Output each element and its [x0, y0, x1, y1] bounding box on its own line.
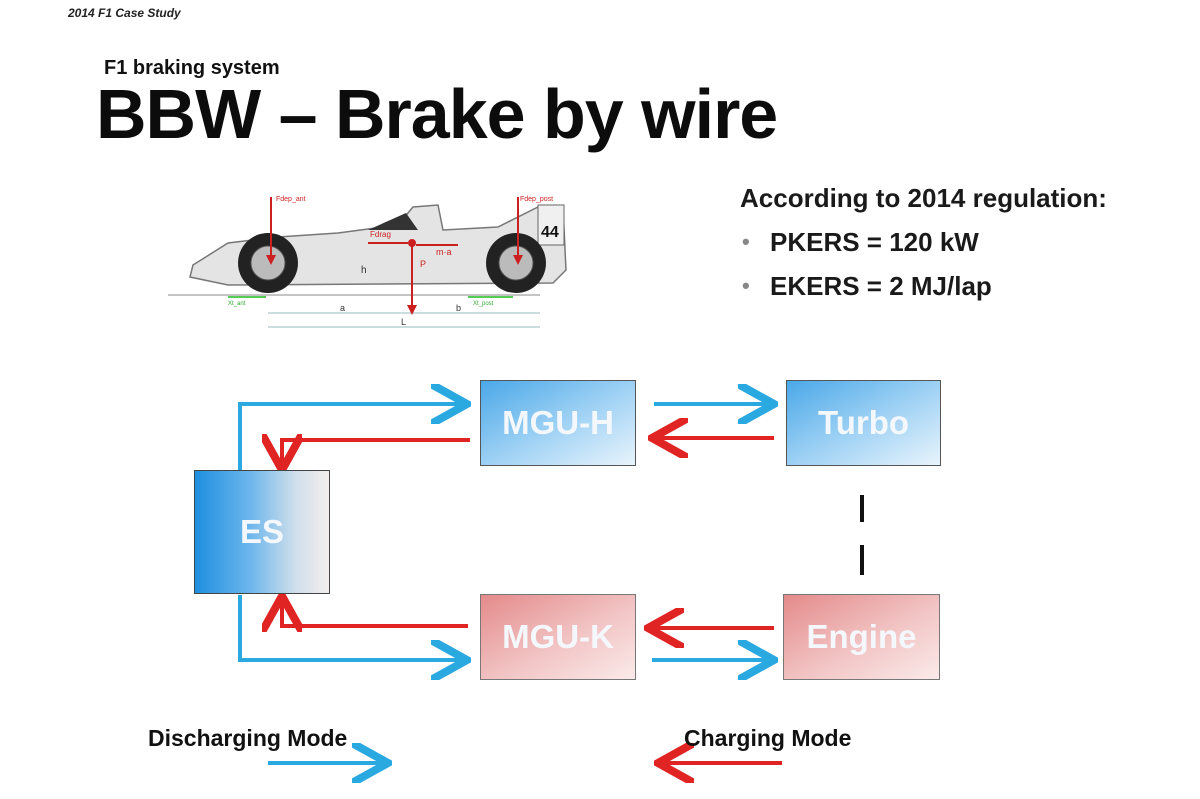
- label-fdrag: Fdrag: [370, 230, 391, 239]
- center-of-mass: [408, 239, 416, 247]
- arrow-mguh-to-es: [282, 440, 470, 466]
- arrow-mguk-to-es: [282, 600, 468, 626]
- legend-discharging: Discharging Mode: [148, 725, 348, 751]
- node-es-label: ES: [239, 513, 285, 550]
- car-figure: Fdep_ant Fdep_post Fdrag m·a P h a b L X…: [168, 196, 567, 328]
- regulation-item-pkers: PKERS = 120 kW: [740, 220, 1140, 264]
- subtitle: F1 braking system: [104, 57, 280, 79]
- label-a: a: [340, 303, 345, 313]
- label-fdep-ant: Fdep_ant: [276, 196, 306, 203]
- regulation-list: PKERS = 120 kW EKERS = 2 MJ/lap: [740, 220, 1140, 308]
- label-fdep-post: Fdep_post: [520, 196, 553, 203]
- label-p: P: [420, 259, 426, 269]
- rear-rim: [498, 245, 534, 281]
- force-front-head: [266, 255, 276, 265]
- car-number: 44: [541, 224, 559, 241]
- node-engine: Engine: [783, 594, 940, 680]
- rear-wing: [537, 204, 565, 246]
- header-note: 2014 F1 Case Study: [68, 6, 181, 20]
- force-weight-head: [407, 305, 417, 315]
- node-turbo-label: Turbo: [817, 404, 910, 441]
- regulation-item-ekers: EKERS = 2 MJ/lap: [740, 264, 1140, 308]
- node-mgu-k-label: MGU-K: [502, 618, 614, 655]
- arrow-es-to-mguk: [238, 595, 463, 660]
- label-xt-post: Xt_post: [473, 301, 494, 307]
- force-rear-head: [513, 255, 523, 265]
- label-b: b: [456, 303, 461, 313]
- label-h: h: [361, 265, 367, 276]
- label-xt-ant: Xt_ant: [228, 301, 246, 307]
- node-turbo: Turbo: [786, 380, 941, 466]
- regulation-block: According to 2014 regulation: PKERS = 12…: [740, 176, 1140, 308]
- front-rim: [250, 245, 286, 281]
- node-mgu-h-label: MGU-H: [502, 404, 614, 441]
- arrow-es-to-mguh: [238, 404, 463, 470]
- label-l: L: [401, 317, 406, 327]
- node-es: ES: [194, 470, 330, 594]
- cockpit: [368, 213, 418, 230]
- regulation-intro: According to 2014 regulation:: [740, 183, 1107, 213]
- node-mgu-h: MGU-H: [480, 380, 636, 466]
- node-mgu-k: MGU-K: [480, 594, 636, 680]
- page-title: BBW – Brake by wire: [96, 75, 778, 153]
- legend-charging: Charging Mode: [684, 725, 852, 751]
- label-ma: m·a: [436, 247, 452, 257]
- node-engine-label: Engine: [806, 618, 917, 655]
